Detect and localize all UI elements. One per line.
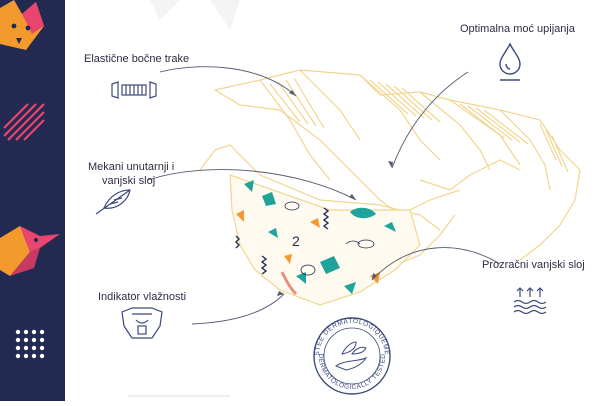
sidebar-illustrations [0,0,60,359]
bird-icon [0,226,60,276]
arrow-elastic-sides [159,66,297,97]
soft-layers-label: Mekani unutarnji i vanjski sloj [88,160,174,188]
breathable-layer-icon [513,287,547,315]
arrow-heads [277,90,393,296]
watermark-decoration [150,0,240,30]
elastic-sides-label: Elastične bočne trake [84,53,190,65]
absorption-label: Optimalna moć upijanja [460,23,575,35]
soft-layers-label-line1: Mekani unutarnji i [88,161,175,173]
diaper-front-panel [229,174,421,306]
hand-leaf-icon [334,341,368,371]
dermatologically-tested-badge: TESTÉE DERMATOLOGIQUEMENT DERMATOLOGICAL… [313,317,391,395]
elastic-band-icon [111,81,157,99]
soft-layers-label-line2: vanjski sloj [102,175,156,187]
arrow-absorption [391,71,469,169]
diaper-icon [121,307,163,339]
arrow-breathable-layer [371,247,501,281]
droplet-icon [499,42,521,81]
left-decorative-sidebar [0,0,65,401]
stripes-decoration [3,103,45,141]
arrow-wetness-indicator [191,293,285,325]
wetness-indicator-label: Indikator vlažnosti [98,291,187,303]
badge-top-text: TESTÉE DERMATOLOGIQUEMENT [314,318,390,358]
fox-icon [0,0,44,50]
dot-grid-icon [15,329,45,359]
callout-arrows [147,66,501,325]
svg-text:TESTÉE DERMATOLOGIQUEMENT: TESTÉE DERMATOLOGIQUEMENT [314,318,390,358]
diaper-size-mark: 2 [292,233,300,249]
feather-icon [95,189,131,215]
arrow-soft-layers [147,169,357,201]
breathable-layer-label: Prozračni vanjski sloj [482,259,585,271]
